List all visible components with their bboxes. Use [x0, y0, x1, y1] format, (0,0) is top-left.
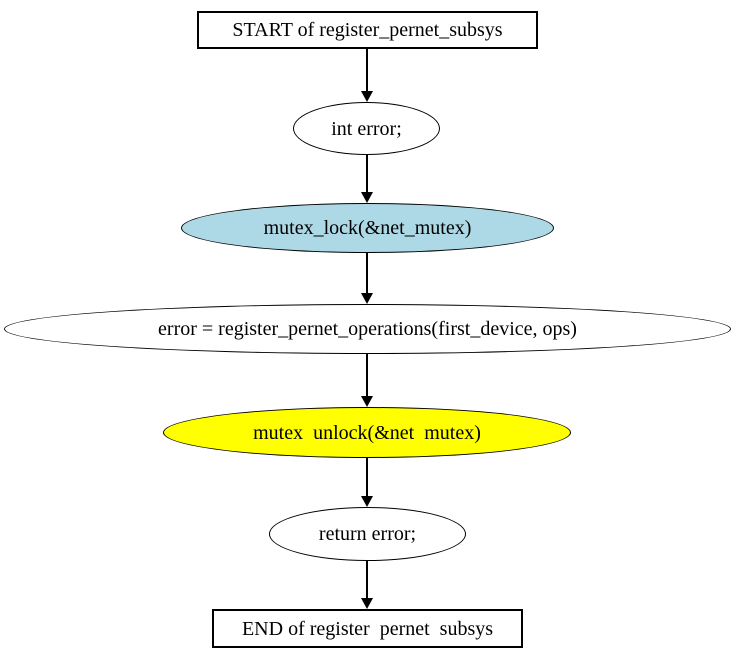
edge-mutex-unlock-to-return-error — [361, 458, 373, 507]
node-mutex-unlock: mutex unlock(&net mutex) — [163, 407, 571, 458]
edge-line — [366, 49, 368, 92]
arrow-head — [361, 396, 373, 407]
node-register-pernet-operations: error = register_pernet_operations(first… — [4, 304, 731, 354]
node-mutex-unlock-label: mutex unlock(&net mutex) — [253, 421, 481, 444]
edge-line — [366, 354, 368, 397]
node-register-pernet-operations-label: error = register_pernet_operations(first… — [158, 318, 577, 340]
edge-line — [366, 253, 368, 294]
edge-mutex-lock-to-register-pernet-operations — [361, 253, 373, 304]
node-end: END of register pernet subsys — [212, 609, 523, 648]
arrow-head — [361, 496, 373, 507]
node-start: START of register_pernet_subsys — [197, 11, 538, 49]
edge-line — [366, 155, 368, 193]
edge-line — [366, 458, 368, 497]
edge-register-pernet-operations-to-mutex-unlock — [361, 354, 373, 407]
edge-return-error-to-end — [361, 561, 373, 609]
edge-start-to-int-error — [361, 49, 373, 102]
node-int-error-label: int error; — [331, 117, 402, 140]
node-mutex-lock-label: mutex_lock(&net_mutex) — [263, 217, 472, 239]
edge-int-error-to-mutex-lock — [361, 155, 373, 203]
arrow-head — [361, 91, 373, 102]
arrow-head — [361, 293, 373, 304]
node-end-label: END of register pernet subsys — [241, 617, 494, 640]
node-return-error-label: return error; — [318, 523, 417, 545]
node-mutex-lock: mutex_lock(&net_mutex) — [181, 203, 554, 253]
arrow-head — [361, 192, 373, 203]
node-return-error: return error; — [269, 507, 466, 561]
node-int-error: int error; — [293, 102, 440, 155]
arrow-head — [361, 598, 373, 609]
node-start-label: START of register_pernet_subsys — [232, 19, 503, 41]
edge-line — [366, 561, 368, 599]
